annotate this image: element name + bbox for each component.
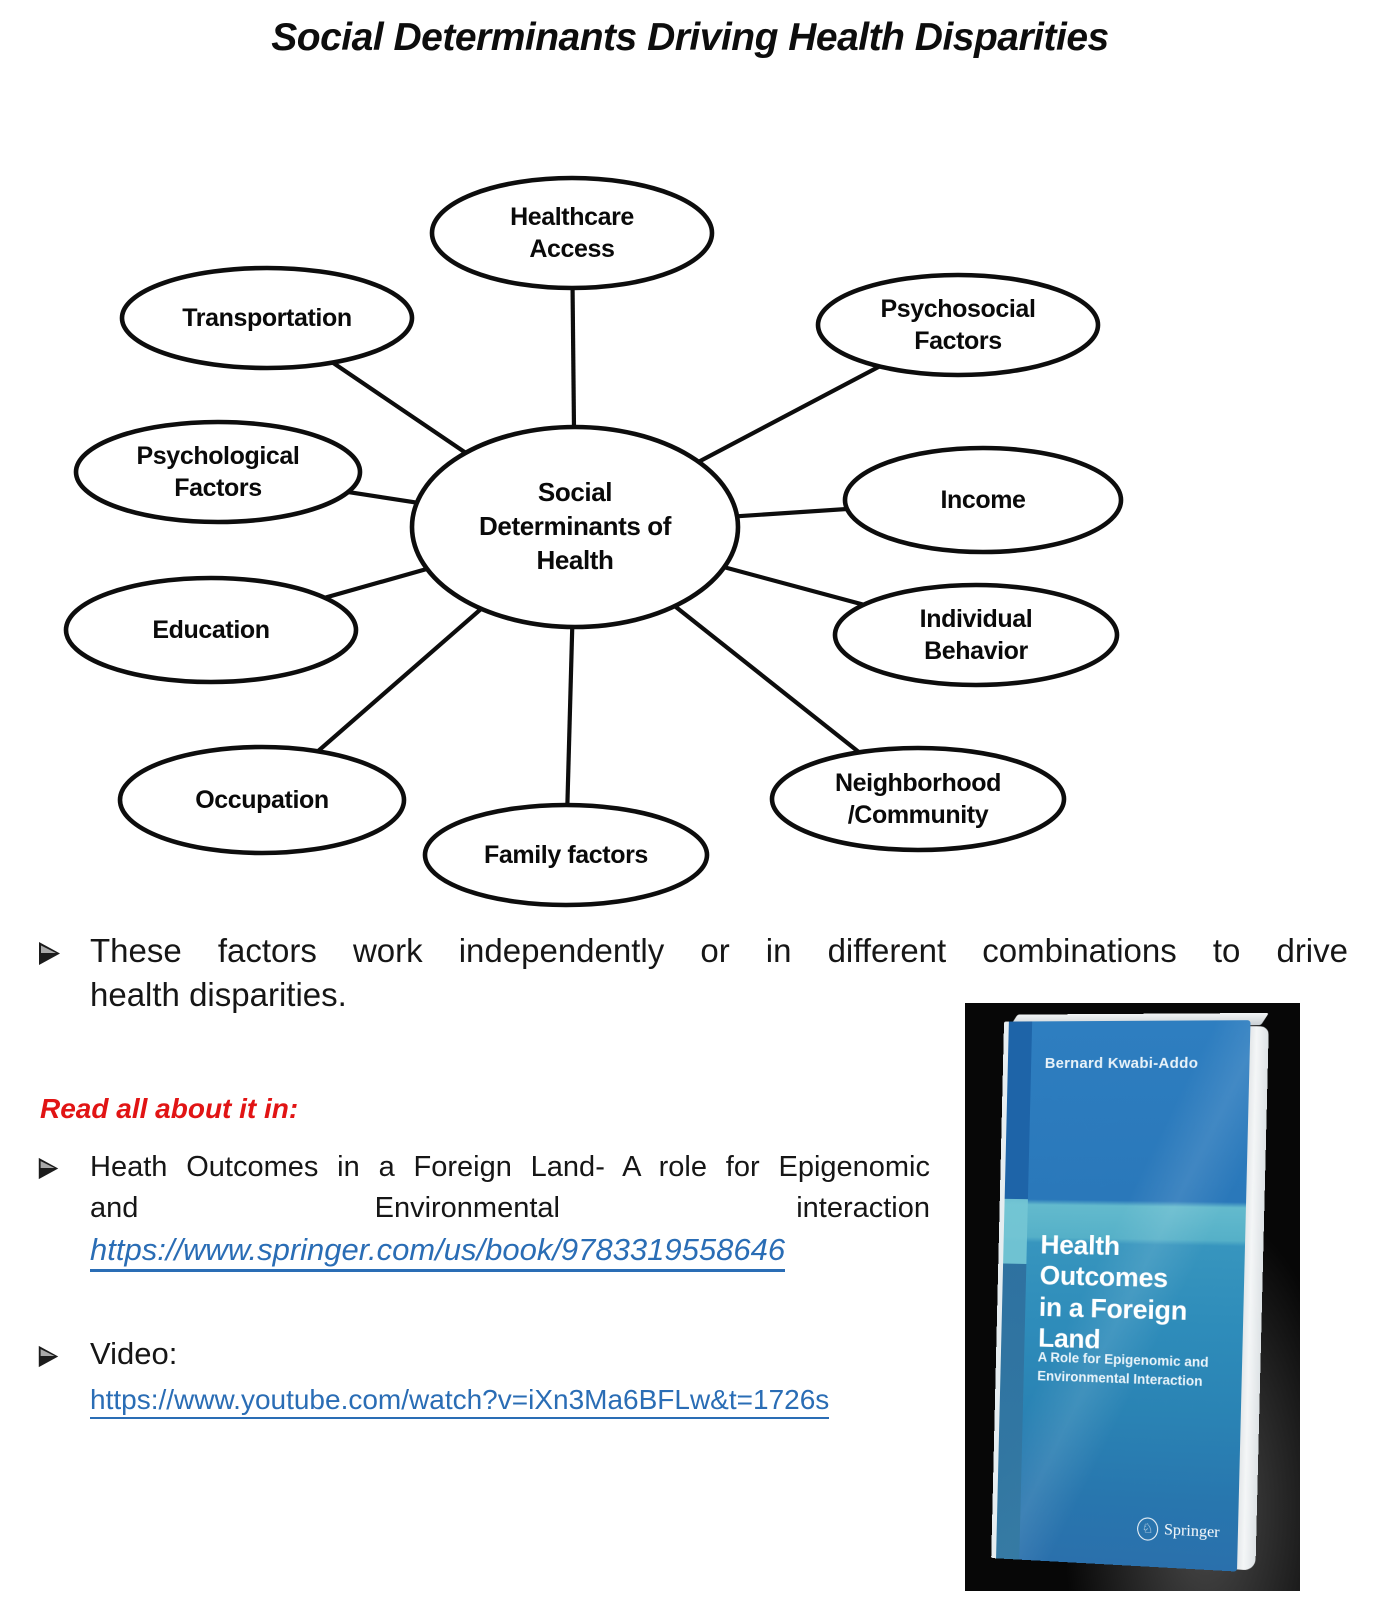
node-label-income: Income: [940, 485, 1026, 514]
main-bullet-text: These factors work independently or in d…: [90, 929, 1348, 1017]
video-label: Video:: [90, 1336, 178, 1371]
node-label-healthcare-access: Healthcare Access: [510, 202, 634, 264]
ellipse-family-factors: [422, 802, 710, 908]
publisher-mark: ♘ Springer: [1136, 1516, 1220, 1544]
bullet-arrow-icon: [36, 929, 66, 978]
ellipse-transportation: [119, 265, 415, 371]
book-bullet-line1: Heath Outcomes in a Foreign Land- A role…: [90, 1151, 930, 1183]
ellipse-neighborhood-community: [769, 745, 1067, 853]
book-bullet-line2: and Environmental interaction: [90, 1192, 930, 1224]
node-label-psychosocial-factors: Psychosocial Factors: [880, 294, 1036, 356]
book-bullet: Heath Outcomes in a Foreign Land- A role…: [36, 1147, 930, 1272]
ellipse-healthcare-access: [429, 175, 715, 291]
node-label-education: Education: [152, 615, 270, 644]
ellipse-individual-behavior: [832, 582, 1120, 688]
youtube-video-link[interactable]: https://www.youtube.com/watch?v=iXn3Ma6B…: [90, 1384, 830, 1420]
node-label-individual-behavior: Individual Behavior: [919, 604, 1033, 666]
ellipse-psychosocial-factors: [815, 272, 1101, 378]
ellipse-occupation: [117, 744, 407, 856]
book-front-cover: Bernard Kwabi-Addo Health Outcomes in a …: [991, 1020, 1251, 1572]
book-3d: Bernard Kwabi-Addo Health Outcomes in a …: [991, 1012, 1269, 1572]
node-label-neighborhood-community: Neighborhood /Community: [834, 768, 1001, 830]
book-subtitle: A Role for Epigenomic and Environmental …: [1037, 1349, 1209, 1389]
book-cover-photo: Bernard Kwabi-Addo Health Outcomes in a …: [965, 1003, 1300, 1591]
book-author: Bernard Kwabi-Addo: [1044, 1054, 1199, 1072]
node-label-social-determinants: Social Determinants of Health: [479, 477, 671, 575]
book-bullet-text: Heath Outcomes in a Foreign Land- A role…: [90, 1147, 930, 1272]
sdoh-diagram: [63, 175, 1124, 908]
publisher-name: Springer: [1163, 1520, 1220, 1541]
node-label-psychological-factors: Psychological Factors: [136, 441, 300, 503]
ellipse-psychological-factors: [73, 419, 363, 525]
main-bullet-line1: These factors work independently or in d…: [90, 932, 1348, 969]
ellipse-education: [63, 575, 359, 685]
cover-left-strip: [996, 1021, 1033, 1560]
bullet-arrow-icon: [36, 1336, 66, 1377]
video-bullet: Video: https://www.youtube.com/watch?v=i…: [36, 1336, 830, 1420]
node-label-family-factors: Family factors: [484, 840, 648, 869]
ellipse-income: [842, 445, 1124, 555]
springer-logo-icon: ♘: [1136, 1516, 1159, 1542]
main-bullet-line2: health disparities.: [90, 976, 347, 1013]
bullet-arrow-icon: [36, 1147, 66, 1193]
book-title: Health Outcomes in a Foreign Land: [1037, 1229, 1188, 1355]
node-label-transportation: Transportation: [182, 303, 352, 332]
main-bullet: These factors work independently or in d…: [36, 929, 1348, 1017]
page-title: Social Determinants Driving Health Dispa…: [271, 16, 1109, 59]
springer-book-link[interactable]: https://www.springer.com/us/book/9783319…: [90, 1232, 786, 1272]
video-bullet-text: Video: https://www.youtube.com/watch?v=i…: [90, 1336, 830, 1420]
node-label-occupation: Occupation: [195, 785, 329, 814]
read-heading: Read all about it in:: [40, 1093, 299, 1124]
ellipse-social-determinants-center: [409, 424, 741, 630]
